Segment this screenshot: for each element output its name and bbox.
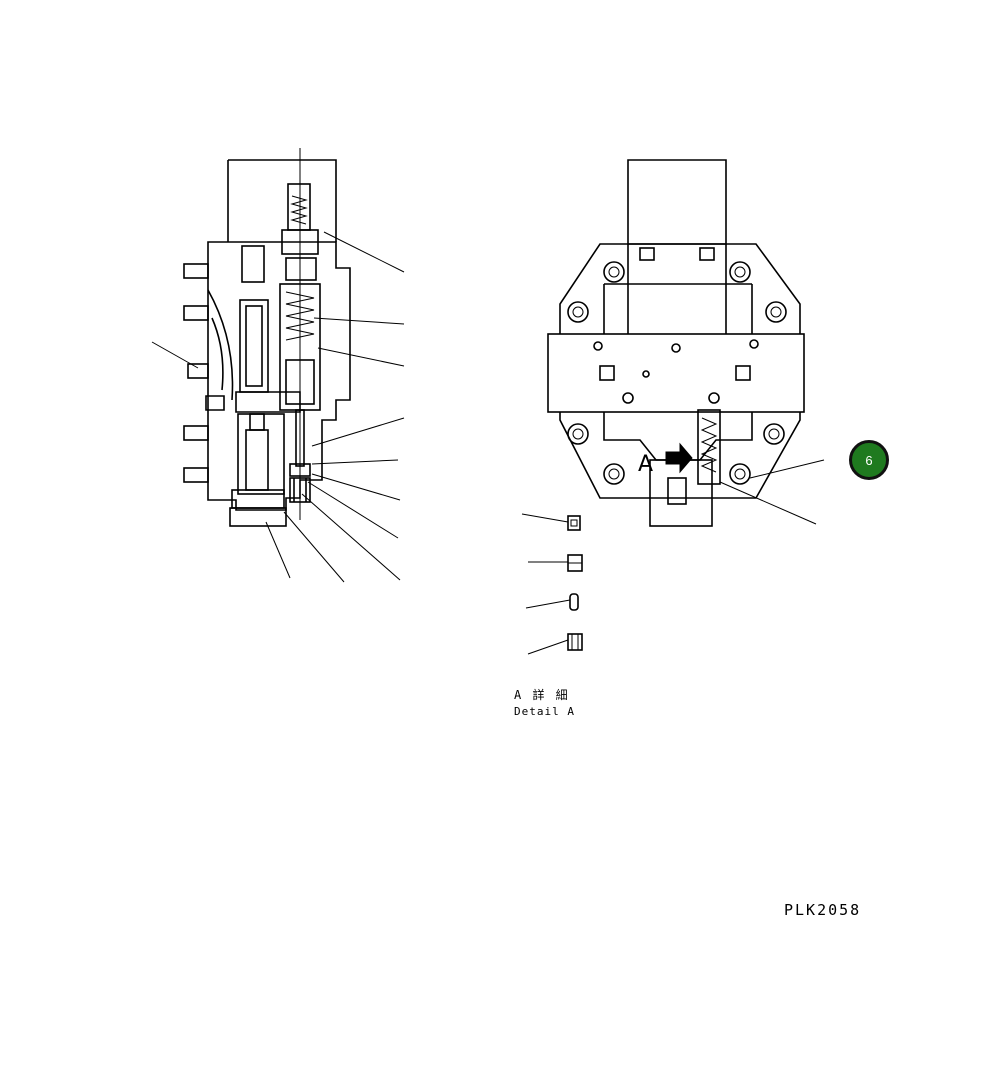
drawing-code: PLK2058 [784,901,862,919]
detail-title-english: Detail A [514,705,575,718]
part-callout-button[interactable]: 6 [849,440,889,480]
part-callout-number: 6 [865,452,873,468]
part-legend [521,513,583,655]
detail-title-japanese: A 詳 細 [514,688,570,702]
sectional-view [151,148,405,583]
front-view [547,159,825,527]
view-label: A [638,452,654,477]
bolt-icon [567,261,787,485]
